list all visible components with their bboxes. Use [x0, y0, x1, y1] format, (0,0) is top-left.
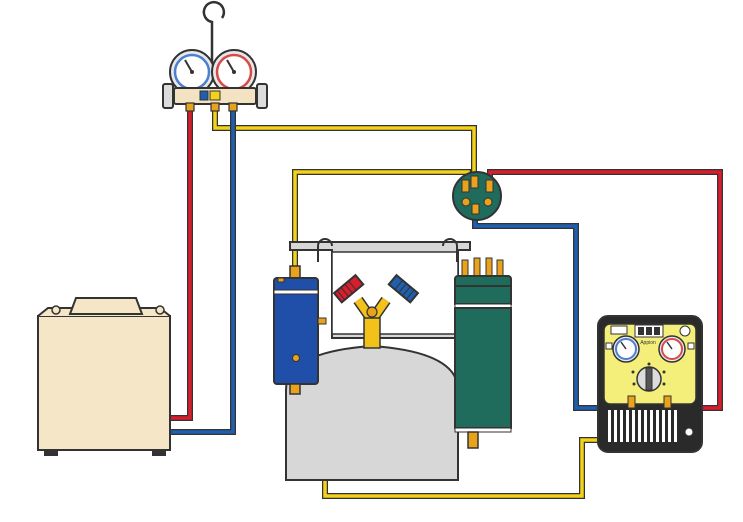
- machine-brand-label: Appion: [640, 340, 656, 346]
- machine-switch-left[interactable]: [605, 342, 613, 350]
- manifold-gauge-set[interactable]: [162, 1, 268, 112]
- machine-high-gauge: [658, 335, 686, 363]
- liquid-valve-red-knob[interactable]: [332, 273, 365, 304]
- machine-switch-right[interactable]: [687, 342, 695, 350]
- hose-red-unit-to-manifold: [168, 106, 193, 421]
- manifold-hook: [202, 1, 226, 64]
- machine-power-indicator: [684, 427, 694, 437]
- hose-blue-unit-to-manifold: [168, 106, 236, 435]
- machine-low-gauge: [612, 335, 640, 363]
- machine-selector-knob[interactable]: [631, 362, 666, 392]
- tee-fitting: [452, 171, 502, 221]
- machine-vent-grille: [608, 410, 677, 442]
- low-side-valve-knob[interactable]: [162, 83, 174, 109]
- ac-unit: [37, 297, 171, 456]
- vapor-valve-blue-knob[interactable]: [387, 273, 420, 304]
- low-pressure-gauge: [169, 49, 215, 95]
- tank-y-valve: [332, 273, 420, 349]
- blue-filter-drier: [273, 265, 327, 395]
- hose-yellow-manifold-to-tee: [212, 103, 477, 178]
- high-side-valve-knob[interactable]: [256, 83, 268, 109]
- recovery-machine[interactable]: Appion: [597, 315, 703, 453]
- green-filter-drier: [454, 257, 512, 449]
- recovery-tank: [285, 238, 471, 481]
